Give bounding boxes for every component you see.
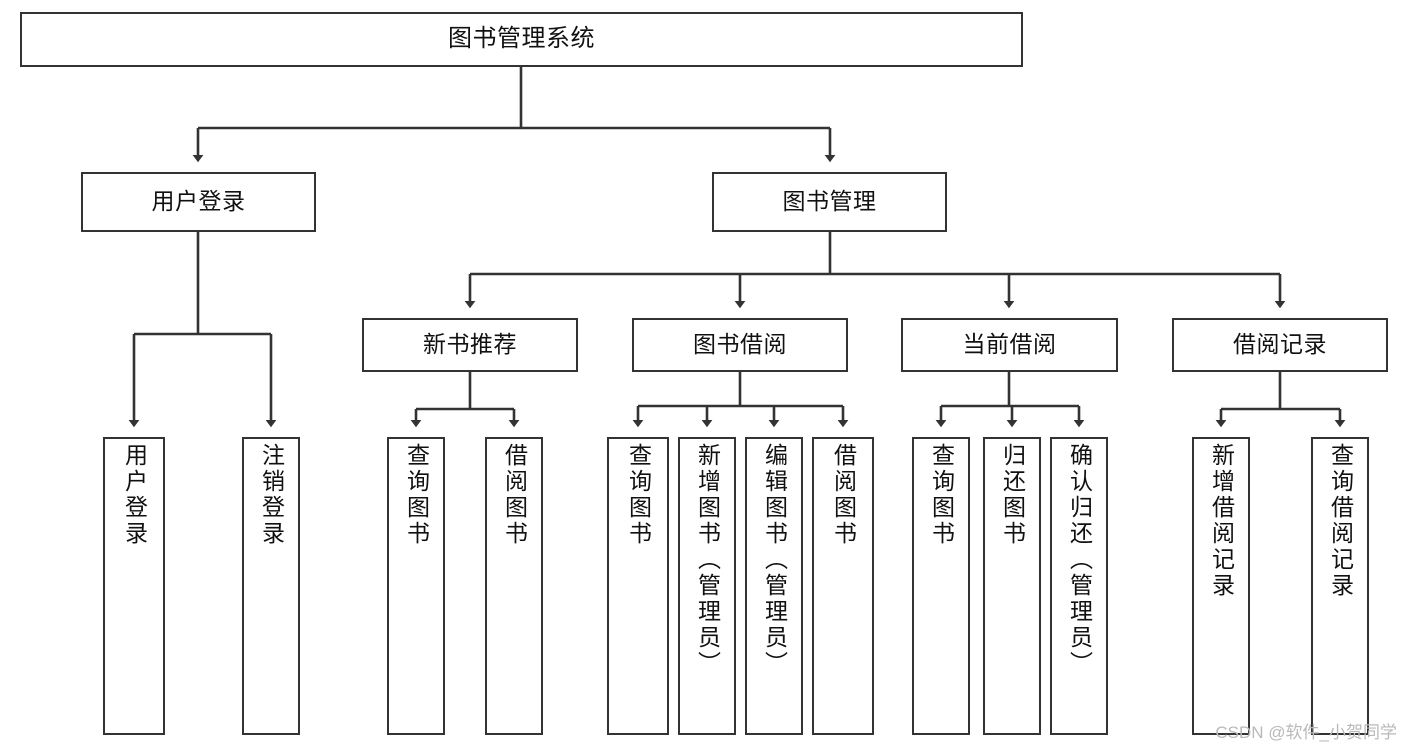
node-label: 用户登录 (151, 188, 246, 215)
leaf-query-borrowing-record[interactable]: 查询借阅记录 (1311, 437, 1369, 735)
node-label: 借阅记录 (1233, 331, 1327, 358)
leaf-query-books-borrowing[interactable]: 查询图书 (607, 437, 669, 735)
leaf-return-books[interactable]: 归还图书 (983, 437, 1041, 735)
leaf-logout[interactable]: 注销登录 (242, 437, 300, 735)
node-label: 新增借阅记录 (1208, 443, 1235, 599)
leaf-add-borrowing-record[interactable]: 新增借阅记录 (1192, 437, 1250, 735)
node-new-book-recommendation[interactable]: 新书推荐 (362, 318, 578, 372)
node-label: 图书管理 (782, 188, 877, 215)
node-root-book-management-system[interactable]: 图书管理系统 (20, 12, 1023, 67)
leaf-confirm-return-admin[interactable]: 确认归还（管理员） (1050, 437, 1108, 735)
leaf-borrow-books-borrowing[interactable]: 借阅图书 (812, 437, 874, 735)
node-book-management[interactable]: 图书管理 (712, 172, 947, 232)
node-label: 注销登录 (258, 443, 285, 547)
node-book-borrowing[interactable]: 图书借阅 (632, 318, 848, 372)
node-label: 归还图书 (999, 443, 1026, 547)
leaf-user-login[interactable]: 用户登录 (103, 437, 165, 735)
node-label: 查询图书 (928, 443, 955, 547)
node-label: 当前借阅 (962, 331, 1057, 358)
node-label: 查询图书 (403, 443, 430, 547)
node-label: 图书管理系统 (448, 25, 595, 53)
node-user-login[interactable]: 用户登录 (81, 172, 316, 232)
leaf-edit-book-admin[interactable]: 编辑图书（管理员） (745, 437, 803, 735)
node-label: 新增图书（管理员） (694, 443, 721, 677)
node-label: 用户登录 (121, 443, 148, 547)
node-label: 借阅图书 (830, 443, 857, 547)
leaf-borrow-books-recommendation[interactable]: 借阅图书 (485, 437, 543, 735)
node-current-borrowing[interactable]: 当前借阅 (901, 318, 1118, 372)
leaf-query-books-recommendation[interactable]: 查询图书 (387, 437, 445, 735)
node-label: 编辑图书（管理员） (761, 443, 788, 677)
csdn-watermark: CSDN @软件_小贺同学 (1215, 723, 1397, 742)
node-label: 图书借阅 (693, 331, 787, 358)
node-label: 查询图书 (625, 443, 652, 547)
node-label: 新书推荐 (423, 331, 517, 358)
node-borrowing-records[interactable]: 借阅记录 (1172, 318, 1388, 372)
leaf-query-books-current[interactable]: 查询图书 (912, 437, 970, 735)
leaf-add-book-admin[interactable]: 新增图书（管理员） (678, 437, 736, 735)
node-label: 查询借阅记录 (1327, 443, 1354, 599)
node-label: 借阅图书 (501, 443, 528, 547)
node-label: 确认归还（管理员） (1066, 443, 1093, 677)
